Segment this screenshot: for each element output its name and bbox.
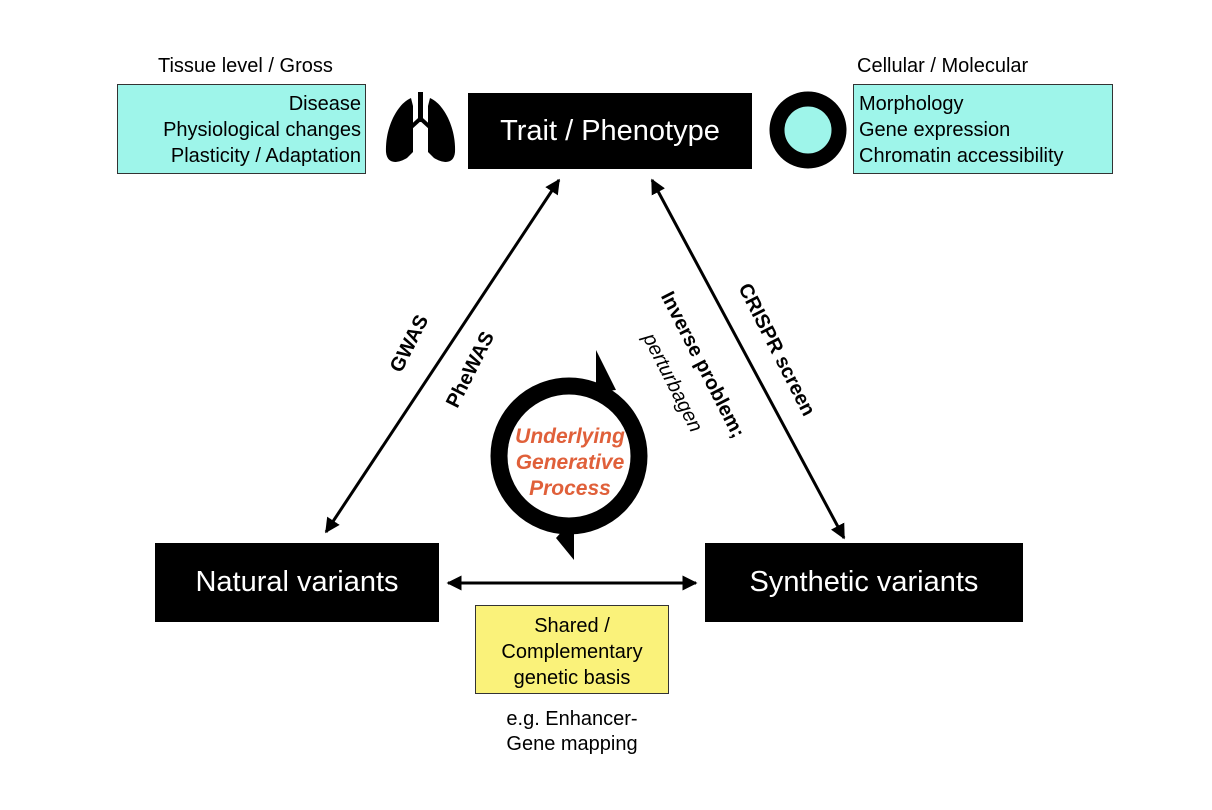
- cellular-phenotype-box: Morphology Gene expression Chromatin acc…: [853, 84, 1113, 174]
- cycle-line: Underlying: [515, 425, 625, 448]
- cellular-item: Chromatin accessibility: [859, 145, 1064, 167]
- example-caption: e.g. Enhancer- Gene mapping: [470, 707, 674, 757]
- cell-icon: [769, 91, 847, 169]
- synthetic-variants-node: Synthetic variants: [705, 543, 1023, 622]
- cycle-line: Generative: [515, 451, 625, 474]
- generative-process-label: Underlying Generative Process: [500, 424, 640, 502]
- example-line: Gene mapping: [506, 733, 638, 755]
- tissue-level-heading: Tissue level / Gross: [158, 55, 333, 77]
- cycle-icon: [490, 350, 648, 560]
- trait-phenotype-node: Trait / Phenotype: [468, 93, 752, 169]
- shared-basis-line: Complementary: [501, 641, 643, 663]
- natural-variants-label: Natural variants: [195, 566, 399, 598]
- synthetic-variants-label: Synthetic variants: [749, 566, 979, 598]
- example-line: e.g. Enhancer-: [506, 708, 638, 730]
- cellular-item: Morphology: [859, 93, 964, 115]
- tissue-item: Physiological changes: [163, 119, 361, 141]
- arrow-natural-trait: [324, 178, 561, 534]
- cellular-item: Gene expression: [859, 119, 1011, 141]
- shared-basis-line: genetic basis: [513, 667, 631, 689]
- shared-basis-line: Shared /: [534, 615, 610, 637]
- lungs-icon: [385, 92, 456, 162]
- trait-phenotype-label: Trait / Phenotype: [500, 114, 720, 147]
- arrow-synthetic-trait: [650, 178, 846, 540]
- cycle-line: Process: [529, 477, 611, 500]
- shared-genetic-basis-box: Shared / Complementary genetic basis: [475, 605, 669, 694]
- tissue-item: Disease: [288, 93, 361, 115]
- tissue-phenotype-box: Disease Physiological changes Plasticity…: [117, 84, 366, 174]
- cellular-level-heading: Cellular / Molecular: [857, 55, 1029, 77]
- natural-variants-node: Natural variants: [155, 543, 439, 622]
- tissue-item: Plasticity / Adaptation: [170, 145, 361, 167]
